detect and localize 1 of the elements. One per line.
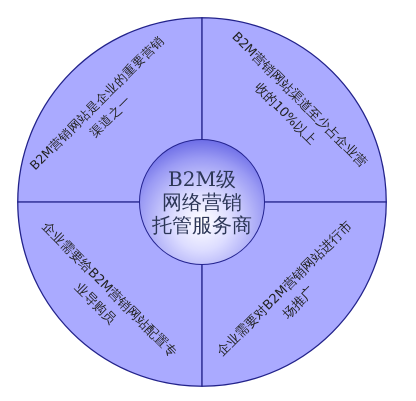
- center-title: B2M级网络营销托管服务商: [152, 168, 252, 236]
